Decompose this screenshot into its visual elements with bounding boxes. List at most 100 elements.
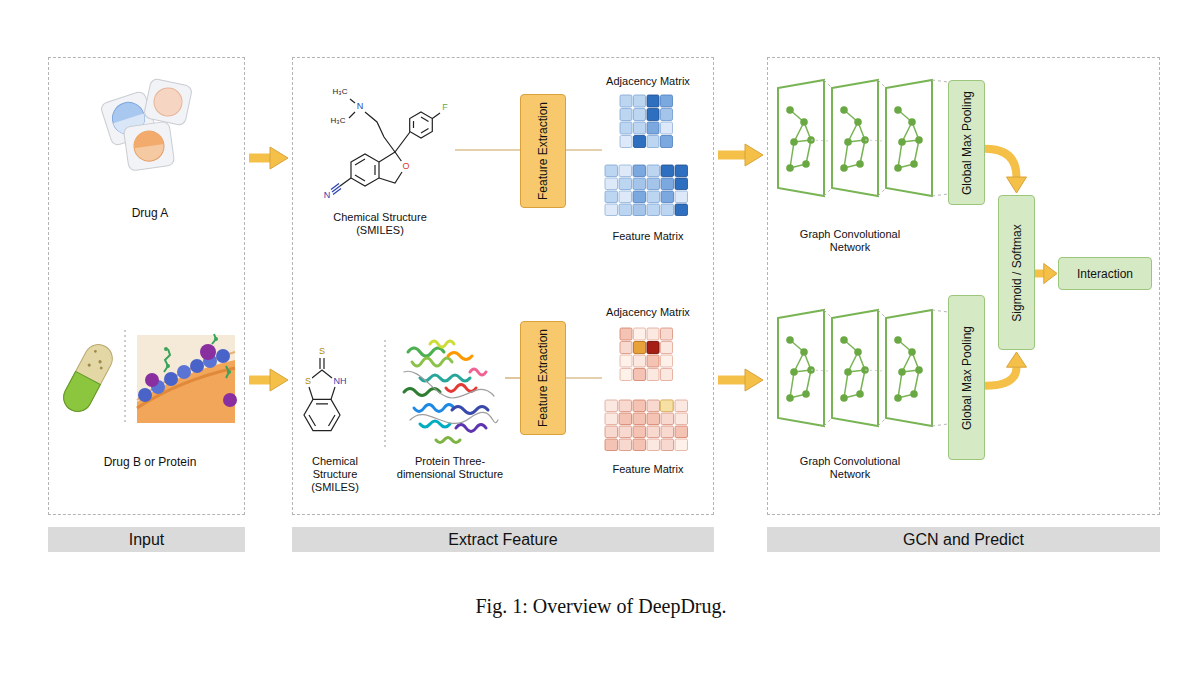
graph-layer-plane [832, 80, 878, 196]
stage-label: Input [129, 531, 165, 549]
stage-panel: Input [48, 57, 245, 552]
capsule-icon [99, 366, 103, 370]
matrix-cell [661, 400, 674, 412]
matrix-cell [661, 400, 674, 412]
figure-caption: Fig. 1: Overview of DeepDrug. [201, 594, 1001, 618]
pill-blister-icon [132, 129, 164, 148]
panel-border [48, 57, 245, 515]
cell-membrane-picture [216, 349, 230, 363]
projection-line [824, 418, 832, 426]
projection-line [824, 310, 832, 318]
flow-arrow [249, 369, 288, 391]
cell-membrane-picture [214, 337, 218, 341]
molecule-drawing [365, 112, 395, 152]
pooling-box: Global Max Pooling [948, 295, 985, 460]
flow-arrow [718, 369, 763, 391]
graph-vertex [854, 348, 862, 356]
matrix-cell [647, 191, 660, 203]
figure-label: Adjacency Matrix [588, 306, 708, 319]
matrix-cell [620, 136, 632, 148]
arrow-shaft [1035, 270, 1044, 278]
matrix-cell [634, 122, 646, 134]
graph-edge [790, 142, 794, 168]
matrix-cell [675, 165, 688, 177]
matrix-cell [661, 191, 674, 203]
atom-symbol: H₃C [330, 116, 347, 125]
figure-label: Graph Convolutional Network [780, 455, 920, 481]
figure-label: Adjacency Matrix [588, 75, 708, 88]
activation-box: Sigmoid / Softmax [998, 195, 1035, 350]
arrow-shaft [718, 151, 745, 160]
box-label: Sigmoid / Softmax [1010, 224, 1024, 321]
arrow-head [1044, 264, 1057, 284]
graph-layer-plane [886, 310, 932, 426]
figure-label: Chemical Structure (SMILES) [325, 211, 435, 237]
capsule-icon [59, 371, 101, 416]
stage-label-bar: Extract Feature [292, 527, 714, 552]
matrix-cell [647, 165, 660, 177]
atom-label: H₃C [327, 117, 349, 125]
graph-vertex [894, 106, 902, 114]
stage-panel: GCN and PredictGlobal Max PoolingGlobal … [767, 57, 1160, 552]
projection-line [878, 188, 886, 196]
matrix-cell [647, 355, 659, 367]
matrix-cell [661, 122, 673, 134]
capsule-icon [93, 349, 97, 353]
cell-membrane-picture [138, 388, 152, 402]
protein-structure-picture [436, 438, 460, 443]
figure-label: Protein Three-dimensional Structure [395, 455, 505, 481]
matrix-cell [634, 342, 646, 354]
flow-arrow [718, 144, 763, 166]
matrix-cell [647, 369, 659, 381]
matrix-cell [633, 439, 646, 451]
matrix-cell [661, 342, 673, 354]
atom-symbol: N [356, 101, 365, 111]
atom-label: S [317, 347, 327, 356]
molecule-drawing [349, 99, 355, 118]
projection-line [932, 424, 948, 426]
arrow-head [745, 144, 763, 166]
matrix-cell [675, 191, 688, 203]
figure-label: Drug A [85, 206, 215, 220]
pill-blister-icon [123, 121, 175, 171]
graph-vertex [854, 118, 862, 126]
graph-vertex [898, 368, 906, 376]
protein-structure-picture [404, 341, 498, 443]
matrix-cell [605, 204, 618, 216]
generated-graphics [605, 80, 948, 451]
projection-line [932, 310, 948, 312]
graph-vertex [898, 138, 906, 146]
molecule-drawing [410, 112, 433, 138]
flow-arrow [985, 149, 1027, 193]
matrix-cell [647, 136, 659, 148]
protein-structure-picture [414, 405, 454, 412]
matrix-cell [647, 342, 659, 354]
matrix-cell [647, 342, 659, 354]
figure-label: Graph Convolutional Network [780, 228, 920, 254]
capsule-icon [59, 340, 118, 417]
graph-vertex [840, 164, 848, 172]
graph-vertex [840, 336, 848, 344]
matrix-cell [661, 109, 673, 121]
arrow-shaft [985, 367, 1017, 386]
matrix-cell [647, 109, 659, 121]
matrix-cell [647, 122, 659, 134]
graph-vertex [908, 348, 916, 356]
molecule-drawing [304, 399, 340, 430]
atom-label: N [322, 191, 332, 200]
matrix-cell [633, 413, 646, 425]
graph-vertex [915, 366, 923, 374]
graph-vertex [894, 394, 902, 402]
graph-vertex [908, 118, 916, 126]
atom-label: S [303, 377, 313, 386]
graph-vertex [915, 136, 923, 144]
stage-label-bar: GCN and Predict [767, 527, 1160, 552]
molecule-drawing [379, 152, 402, 183]
matrix-cell [647, 204, 660, 216]
matrix-cell [675, 178, 688, 190]
graph-vertex [840, 394, 848, 402]
matrix-cell [619, 204, 632, 216]
arrow-shaft [985, 149, 1017, 177]
atom-symbol: F [441, 102, 449, 112]
